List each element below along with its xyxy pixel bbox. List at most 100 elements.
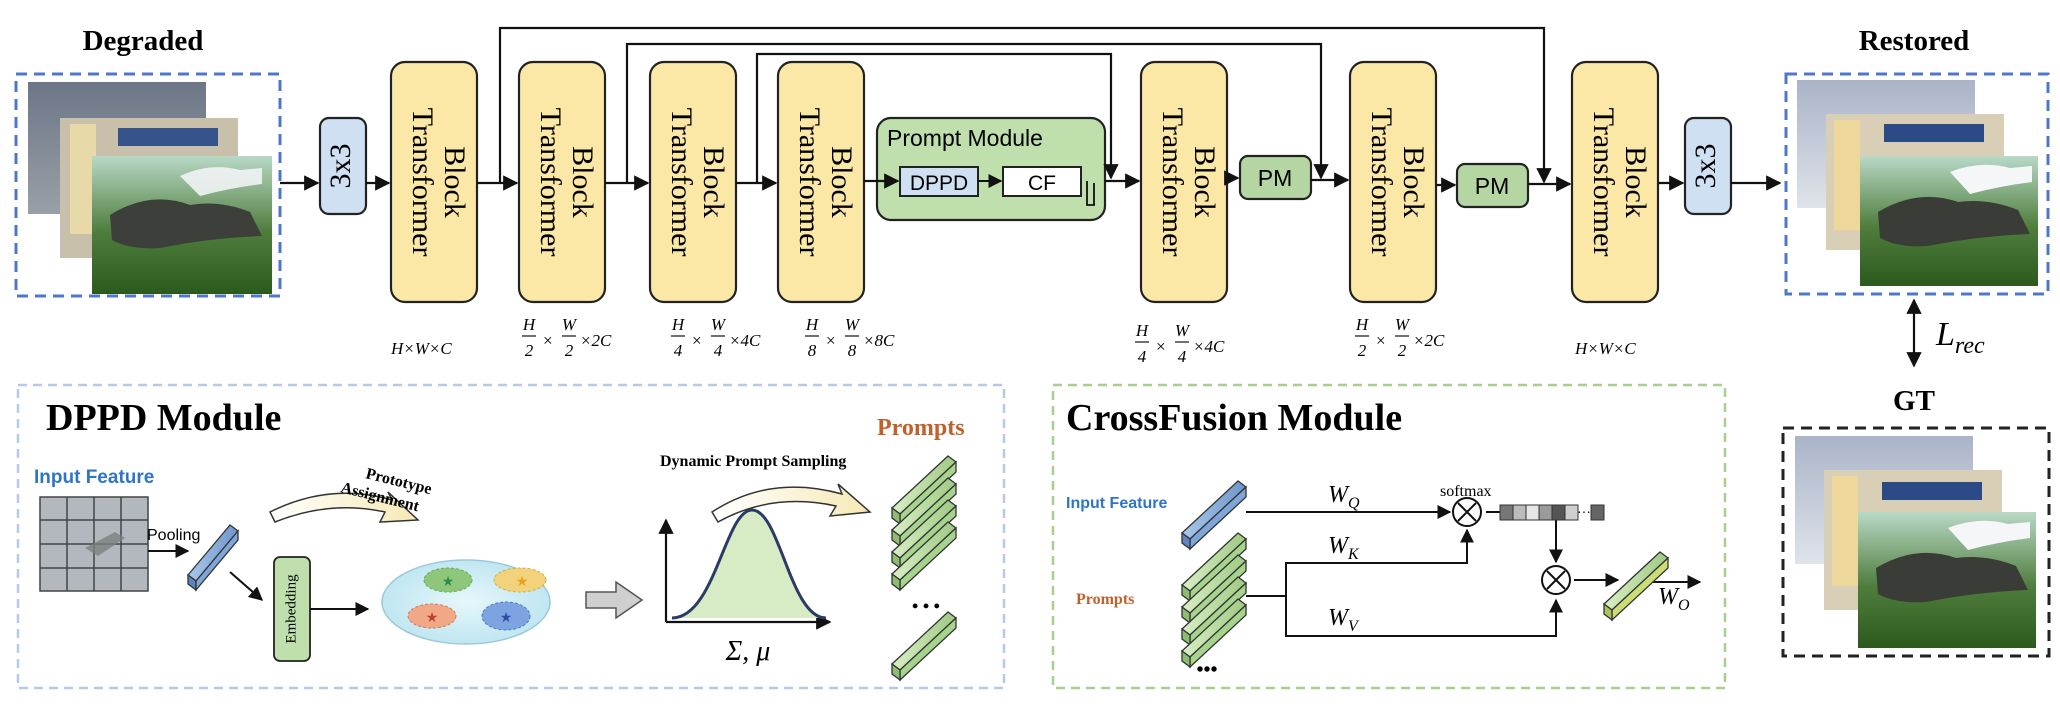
svg-text:H: H — [1135, 321, 1150, 340]
svg-text:2: 2 — [1358, 341, 1367, 360]
svg-text:Block: Block — [1397, 146, 1430, 218]
svg-text:W: W — [1395, 315, 1411, 334]
prototype-assignment-swoosh: Prototype Assignment — [268, 465, 433, 523]
prompts-title: Prompts — [877, 415, 965, 441]
svg-text:×2C: ×2C — [1413, 331, 1445, 350]
svg-text:×: × — [826, 331, 836, 350]
gaussian-plot: Σ, μ — [658, 508, 832, 667]
svg-text:Block: Block — [697, 146, 730, 218]
svg-text:Prompt Module: Prompt Module — [887, 125, 1043, 151]
svg-text:4: 4 — [714, 341, 723, 360]
multiply-node-1 — [1452, 497, 1482, 527]
dim-label-6: H 2 × W 2 ×2C — [1355, 315, 1445, 360]
svg-text:×4C: ×4C — [1193, 337, 1225, 356]
dim-label-2: H 2 × W 2 ×2C — [522, 315, 612, 360]
transformer-block-2: Transformer Block — [517, 60, 607, 304]
svg-text:★: ★ — [442, 575, 455, 590]
cf-connections — [1246, 505, 1702, 637]
svg-text:Block: Block — [825, 146, 858, 218]
svg-text:×8C: ×8C — [863, 331, 895, 350]
to-embedding-arrow — [229, 571, 264, 601]
crossfusion-module-title: CrossFusion Module — [1066, 397, 1402, 439]
svg-text:W: W — [711, 315, 727, 334]
transformer-block-5: Transformer Block — [1139, 60, 1229, 304]
cf-box — [1002, 166, 1082, 197]
svg-text:Transformer: Transformer — [534, 108, 567, 257]
svg-text:×4C: ×4C — [729, 331, 761, 350]
svg-text:★: ★ — [516, 575, 529, 590]
dppd-module-title: DPPD Module — [46, 397, 281, 439]
input-feature-grid — [39, 496, 149, 592]
transformer-block-3: Transformer Block — [648, 60, 738, 304]
svg-text:H: H — [1355, 315, 1370, 334]
dynamic-sampling-label: Dynamic Prompt Sampling — [660, 453, 846, 470]
big-arrow — [585, 580, 644, 620]
dppd-input-feature-label: Input Feature — [34, 467, 154, 488]
svg-text:H: H — [805, 315, 820, 334]
sampling-swoosh: Dynamic Prompt Sampling — [660, 453, 872, 524]
svg-text:3x3: 3x3 — [324, 144, 357, 189]
svg-text:Transformer: Transformer — [1365, 108, 1398, 257]
prompt-module: Prompt Module DPPD CF — [875, 116, 1107, 222]
dim-label-4: H 8 × W 8 ×8C — [805, 315, 895, 360]
cf-output-vector — [1602, 551, 1670, 622]
gt-images — [1795, 436, 2036, 648]
dimension-labels: H×W×C H 2 × W 2 ×2C H 4 × W 4 ×4C H 8 × … — [390, 315, 1636, 366]
conv-3x3-right: 3x3 — [1683, 116, 1733, 216]
svg-text:Block: Block — [438, 146, 471, 218]
transformer-block-4: Transformer Block — [776, 60, 866, 304]
svg-text:Transformer: Transformer — [1587, 108, 1620, 257]
svg-text:8: 8 — [808, 341, 817, 360]
svg-text:4: 4 — [1178, 347, 1187, 366]
prototype-clusters: ★ ★ ★ ★ — [381, 559, 551, 645]
svg-text:3x3: 3x3 — [1689, 144, 1722, 189]
cf-prompt-dots: ••• — [1196, 659, 1217, 681]
dim-label-1: H×W×C — [390, 339, 452, 358]
restored-label: Restored — [1859, 25, 1970, 57]
conv-3x3-left: 3x3 — [318, 116, 368, 216]
transformer-block-6: Transformer Block — [1348, 60, 1438, 304]
dim-label-7: H×W×C — [1574, 339, 1636, 358]
degraded-images — [28, 82, 272, 294]
pooled-vector-icon — [187, 524, 239, 592]
attention-scores-bar — [1499, 504, 1605, 521]
svg-text:W: W — [562, 315, 578, 334]
attention-dots: ··· — [1577, 506, 1591, 521]
degraded-frame — [14, 72, 282, 298]
transformer-block-1: Transformer Block — [389, 60, 479, 304]
prompt-stack — [890, 455, 958, 682]
svg-text:×: × — [692, 331, 702, 350]
svg-text:W: W — [845, 315, 861, 334]
svg-text:★: ★ — [500, 611, 513, 626]
svg-text:Block: Block — [566, 146, 599, 218]
dim-label-5: H 4 × W 4 ×4C — [1135, 321, 1225, 366]
svg-text:Block: Block — [1188, 146, 1221, 218]
svg-text:Block: Block — [1619, 146, 1652, 218]
cf-box-label: CF — [1028, 172, 1056, 195]
dppd-box — [899, 166, 979, 197]
svg-text:4: 4 — [674, 341, 683, 360]
pm-box-1: PM — [1238, 154, 1313, 201]
svg-text:PM: PM — [1475, 173, 1510, 199]
wo-label: WO — [1658, 584, 1690, 614]
svg-text:×: × — [1156, 337, 1166, 356]
crossfusion-module-frame — [1051, 383, 1727, 690]
dim-label-3: H 4 × W 4 ×4C — [671, 315, 761, 360]
svg-text:×: × — [1376, 331, 1386, 350]
svg-text:Transformer: Transformer — [793, 108, 826, 257]
svg-text:PM: PM — [1258, 165, 1293, 191]
sigma-mu-label: Σ, μ — [725, 636, 771, 667]
svg-text:2: 2 — [565, 341, 574, 360]
pooling-label: Pooling — [147, 527, 200, 544]
svg-text:8: 8 — [848, 341, 857, 360]
svg-text:Transformer: Transformer — [406, 108, 439, 257]
softmax-label: softmax — [1440, 483, 1492, 500]
svg-text:W: W — [1175, 321, 1191, 340]
wv-label: WV — [1328, 605, 1360, 635]
svg-text:H: H — [522, 315, 537, 334]
cf-input-feature-label: Input Feature — [1066, 495, 1167, 512]
flow-arrows — [280, 26, 1782, 193]
cf-prompt-stack — [1180, 532, 1248, 669]
svg-text:×: × — [543, 331, 553, 350]
